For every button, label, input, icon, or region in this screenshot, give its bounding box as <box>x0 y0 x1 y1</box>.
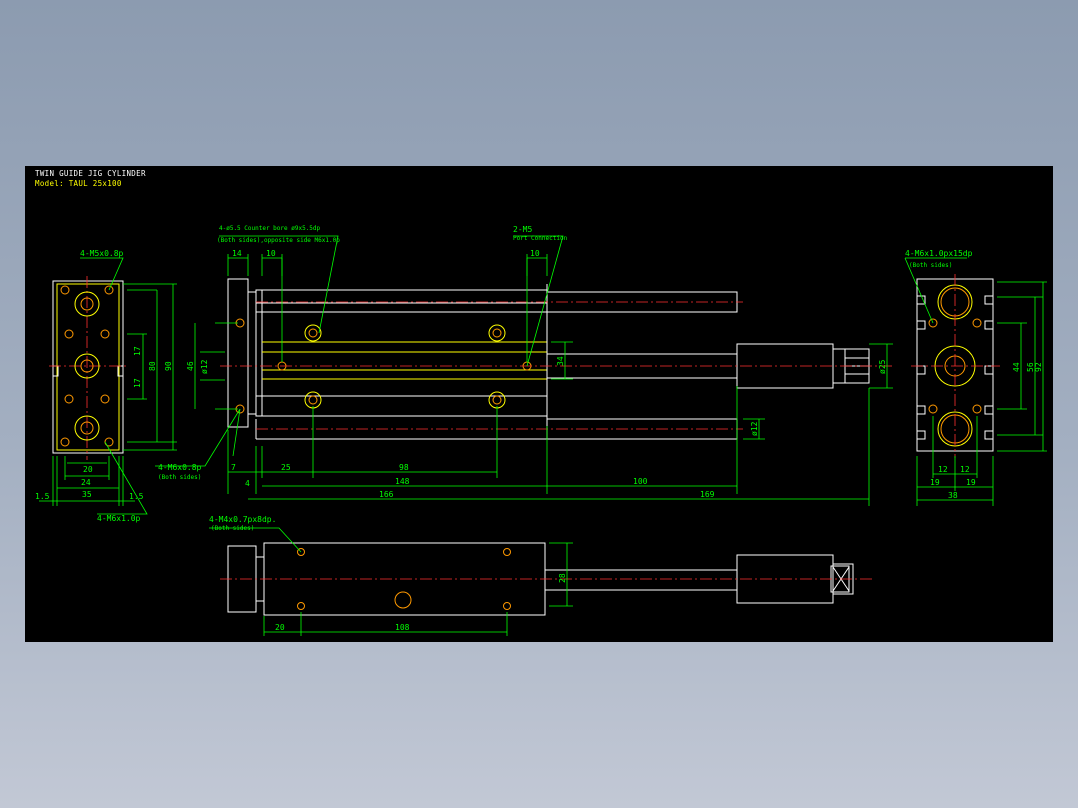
dim-main-14: 14 <box>232 249 242 258</box>
callout-m6x15dp: 4-M6x1.0px15dp <box>905 249 973 258</box>
title-line-1: TWIN GUIDE JIG CYLINDER <box>35 169 146 178</box>
left-end-view <box>39 257 177 515</box>
dim-main-10a: 10 <box>266 249 276 258</box>
dim-bottom-20: 20 <box>275 623 285 632</box>
dim-main-100: 100 <box>633 477 648 486</box>
dim-main-25b: 25 <box>281 463 291 472</box>
callout-m4x8dp-note: (Both sides) <box>211 525 254 532</box>
dim-right-56: 56 <box>1026 362 1035 372</box>
bottom-top-view <box>209 527 875 636</box>
dim-main-166: 166 <box>379 490 394 499</box>
dim-main-12b: ø12 <box>750 421 759 436</box>
dim-left-17b: 17 <box>133 378 142 388</box>
main-side-view <box>155 235 895 506</box>
dim-right-44: 44 <box>1012 362 1021 372</box>
dim-main-169: 169 <box>700 490 715 499</box>
callout-m6x08: 4-M6x0.8p <box>158 463 202 472</box>
dim-right-12a: 12 <box>938 465 948 474</box>
title-line-2: Model: TAUL 25x100 <box>35 179 122 188</box>
dim-main-10b: 10 <box>530 249 540 258</box>
callout-m6x08-note: (Both sides) <box>158 474 201 481</box>
dim-left-90: 90 <box>164 361 173 371</box>
dim-right-38: 38 <box>948 491 958 500</box>
callout-m6x15dp-note: (Both sides) <box>909 262 952 269</box>
right-end-view <box>904 257 1047 506</box>
cad-viewport[interactable]: TWIN GUIDE JIG CYLINDER Model: TAUL 25x1… <box>25 166 1053 642</box>
callout-m5-port: 2-M5 <box>513 225 532 234</box>
dim-left-35: 35 <box>82 490 92 499</box>
dim-main-12a: ø12 <box>200 359 209 374</box>
technical-drawing: .w { stroke:#ffffff; stroke-width:1; fil… <box>35 225 1047 636</box>
dim-left-1-5a: 1.5 <box>35 492 50 501</box>
callout-m5x08: 4-M5x0.8p <box>80 249 124 258</box>
dim-left-1-5b: 1.5 <box>129 492 144 501</box>
callout-m4x8dp: 4-M4x0.7px8dp. <box>209 515 276 524</box>
title-block: TWIN GUIDE JIG CYLINDER Model: TAUL 25x1… <box>35 169 146 189</box>
labels: 4-M5x0.8p 20 24 35 1.5 1.5 4-M6x1.0p 17 … <box>35 225 1043 632</box>
callout-m6x1p-left: 4-M6x1.0p <box>97 514 141 523</box>
dim-right-19b: 19 <box>966 478 976 487</box>
dim-left-17a: 17 <box>133 346 142 356</box>
dim-main-34: 34 <box>556 356 565 366</box>
dim-left-80: 80 <box>148 361 157 371</box>
dim-bottom-108: 108 <box>395 623 410 632</box>
dim-main-4: 4 <box>245 479 250 488</box>
dim-left-20: 20 <box>83 465 93 474</box>
dim-right-92: 92 <box>1034 362 1043 372</box>
dim-bottom-28: 28 <box>558 573 567 583</box>
dim-main-46: 46 <box>186 361 195 371</box>
callout-counterbore: 4-ø5.5 Counter bore ø9x5.5dp <box>219 225 321 232</box>
dim-main-148: 148 <box>395 477 410 486</box>
callout-m5-port-note: Port Connection <box>513 235 568 242</box>
dim-left-24: 24 <box>81 478 91 487</box>
dim-main-25: ø25 <box>878 359 887 374</box>
dim-right-12b: 12 <box>960 465 970 474</box>
callout-counterbore-note: (Both sides),opposite side M6x1.0p <box>217 237 340 244</box>
dim-main-7: 7 <box>231 463 236 472</box>
dim-right-19a: 19 <box>930 478 940 487</box>
dim-main-98: 98 <box>399 463 409 472</box>
